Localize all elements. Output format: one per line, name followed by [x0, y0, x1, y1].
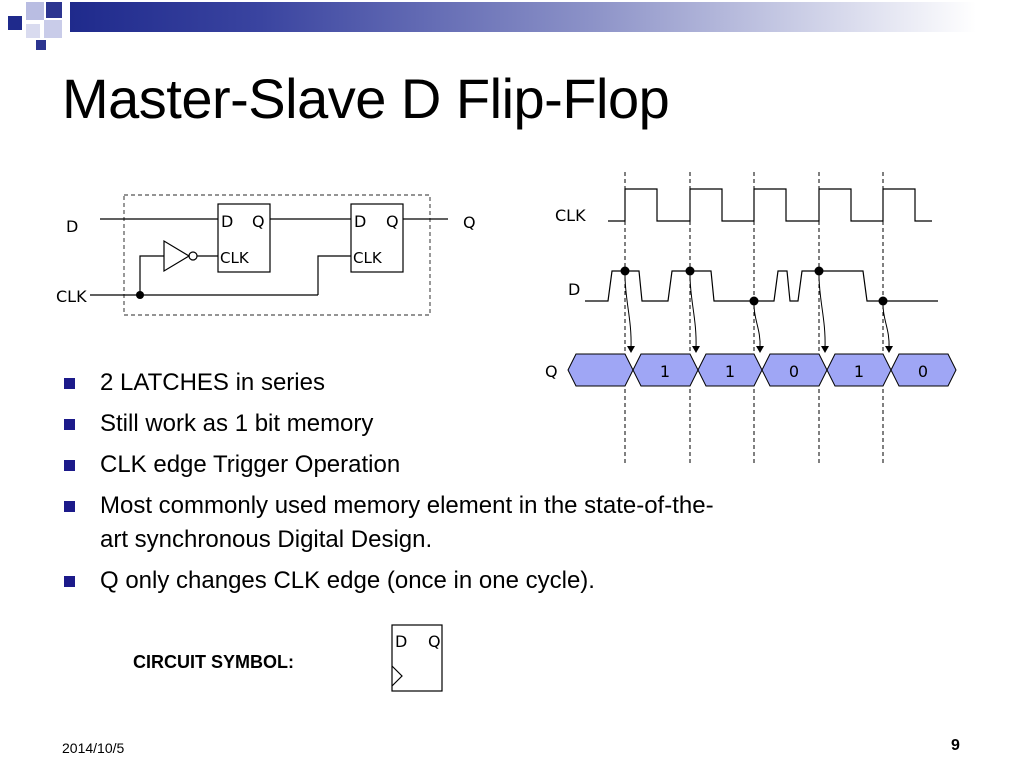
- slide-title: Master-Slave D Flip-Flop: [62, 67, 670, 130]
- inverter-gate: [163, 239, 191, 273]
- q-value: 0: [918, 362, 928, 381]
- bullet-square-icon: [64, 378, 75, 389]
- page-number: 9: [951, 737, 960, 754]
- deco-square: [46, 2, 62, 18]
- q-value: 1: [854, 362, 864, 381]
- bullet-square-icon: [64, 576, 75, 587]
- bullet-item: CLK edge Trigger Operation: [62, 448, 722, 482]
- slave-clk-label: CLK: [353, 249, 383, 267]
- bullet-item: Still work as 1 bit memory: [62, 407, 722, 441]
- bullet-text: CLK edge Trigger Operation: [100, 451, 401, 478]
- master-d-label: D: [221, 212, 233, 231]
- bullet-item: Most commonly used memory element in the…: [62, 489, 722, 557]
- q-value: 1: [725, 362, 735, 381]
- footer-date: 2014/10/5: [62, 740, 125, 756]
- deco-square: [26, 2, 44, 20]
- deco-square: [8, 16, 22, 30]
- q-value: 0: [789, 362, 799, 381]
- circuit-input-clk: CLK: [56, 287, 87, 306]
- inverter-bubble: [188, 251, 198, 261]
- master-q-label: Q: [252, 212, 265, 231]
- clk-junction-dot: [136, 291, 144, 299]
- circuit-input-d: D: [66, 217, 78, 236]
- clk-waveform: [608, 188, 932, 222]
- master-latch: [217, 203, 271, 273]
- bullet-text: Q only changes CLK edge (once in one cyc…: [100, 567, 595, 594]
- circuit-symbol: D Q: [391, 624, 443, 692]
- symbol-d-label: D: [395, 632, 407, 651]
- q-segment: [890, 353, 957, 387]
- sample-arrowheads: [627, 346, 893, 353]
- symbol-box: [391, 624, 443, 692]
- symbol-q-label: Q: [428, 632, 441, 651]
- slave-latch: [350, 203, 404, 273]
- d-waveform: [585, 270, 938, 302]
- q-value: 1: [660, 362, 670, 381]
- bullet-item: 2 LATCHES in series: [62, 366, 722, 400]
- bullet-list: 2 LATCHES in series Still work as 1 bit …: [62, 366, 722, 605]
- deco-square: [44, 20, 62, 38]
- symbol-clock-triangle: [391, 665, 403, 687]
- bullet-text: Most commonly used memory element in the…: [100, 492, 714, 553]
- flip-flop-boundary: [123, 194, 431, 316]
- circuit-output-q: Q: [463, 213, 476, 232]
- timing-q-label: Q: [545, 362, 558, 381]
- bullet-square-icon: [64, 501, 75, 512]
- master-clk-label: CLK: [220, 249, 250, 267]
- bullet-text: 2 LATCHES in series: [100, 369, 325, 396]
- timing-clk-label: CLK: [555, 206, 586, 225]
- timing-diagram: CLK D Q: [545, 172, 957, 465]
- slave-q-label: Q: [386, 212, 399, 231]
- q-waveform: [567, 353, 957, 387]
- sample-dots: [620, 266, 888, 306]
- sample-arrows: [624, 274, 890, 349]
- circuit-symbol-label: CIRCUIT SYMBOL:: [133, 652, 294, 672]
- flip-flop-circuit: [90, 194, 448, 316]
- deco-square: [36, 40, 46, 50]
- deco-square: [26, 24, 40, 38]
- slave-d-label: D: [354, 212, 366, 231]
- timing-d-label: D: [568, 280, 580, 299]
- bullet-square-icon: [64, 419, 75, 430]
- wire-clk-to-inverter: [139, 255, 164, 295]
- wire-clk-to-slave: [317, 255, 351, 295]
- bullet-square-icon: [64, 460, 75, 471]
- bullet-text: Still work as 1 bit memory: [100, 410, 374, 437]
- bullet-item: Q only changes CLK edge (once in one cyc…: [62, 564, 722, 598]
- title-bar-gradient: [70, 2, 1024, 32]
